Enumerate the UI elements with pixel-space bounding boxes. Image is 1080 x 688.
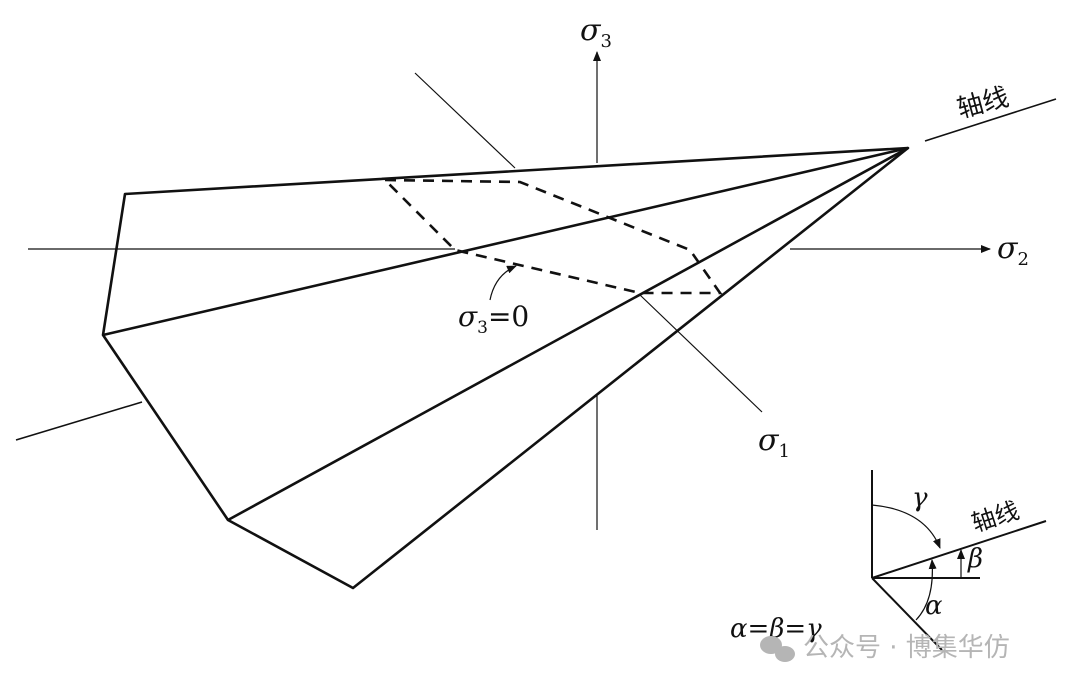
sigma1-label: σ <box>758 423 780 458</box>
sigma3-zero-label: σ <box>458 300 478 333</box>
hydrostatic-axis-right <box>924 98 1057 142</box>
pyramid-outline <box>101 146 910 590</box>
angle-inset <box>871 470 1047 651</box>
sigma1-axis-lower <box>639 294 763 413</box>
sigma2-label: σ <box>997 231 1019 266</box>
sigma3-zero-leader <box>489 265 517 301</box>
sigma3-zero-subscript: 3 <box>477 318 488 338</box>
axis-label-main: 轴线 <box>954 82 1012 124</box>
sigma3-zero-equals: =0 <box>488 300 529 333</box>
pyramid-edge <box>102 146 909 337</box>
pyramid-edge <box>227 146 909 522</box>
sigma1-subscript: 1 <box>778 441 789 462</box>
svg-text:σ3=0: σ3=0 <box>458 300 529 338</box>
svg-text:σ2: σ2 <box>997 231 1029 270</box>
alpha-label: α <box>925 591 943 621</box>
wechat-icon <box>760 636 795 662</box>
svg-text:σ1: σ1 <box>758 423 790 462</box>
sigma1-axis-upper <box>414 72 516 169</box>
gamma-label: γ <box>912 483 928 513</box>
svg-text:σ3: σ3 <box>580 13 612 52</box>
sigma2-subscript: 2 <box>1017 249 1028 270</box>
beta-label: β <box>967 544 983 574</box>
sigma3-subscript: 3 <box>600 31 611 52</box>
watermark: 公众号 · 博集华仿 <box>803 633 1010 663</box>
sigma3-label: σ <box>580 13 602 48</box>
hydrostatic-axis-left <box>15 401 143 441</box>
plane-stress-section <box>381 178 723 295</box>
